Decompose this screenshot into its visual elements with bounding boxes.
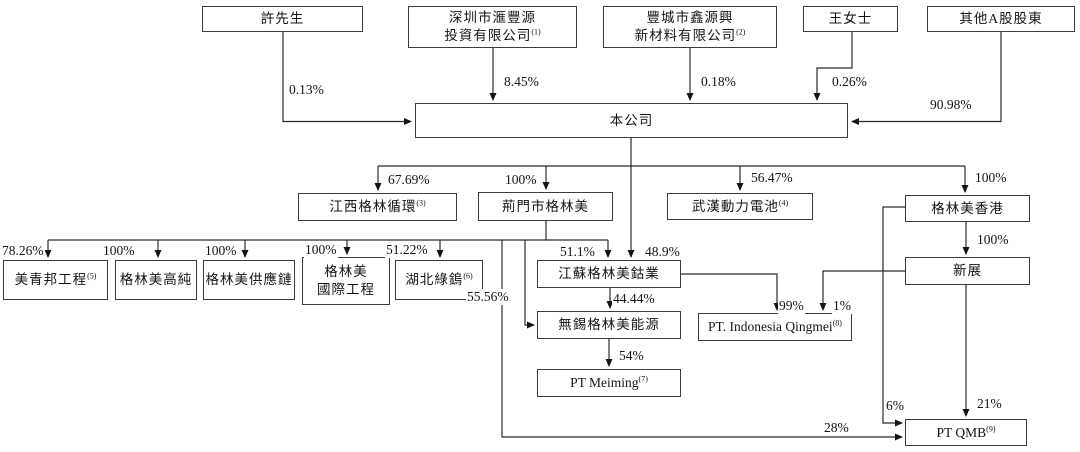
node-gem-gaochun: 格林美高純 bbox=[115, 260, 197, 300]
footnote-ref: (1) bbox=[531, 27, 541, 37]
node-label-line2: 投資有限公司(1) bbox=[444, 27, 541, 43]
node-label: 格林美供應鏈 bbox=[205, 272, 293, 288]
node-xinzhan: 新展 bbox=[905, 257, 1030, 285]
node-label: 王女士 bbox=[828, 11, 873, 27]
footnote-ref: (6) bbox=[463, 271, 473, 281]
pct-jiangsu-indonesia: 99% bbox=[778, 298, 805, 314]
edge-hk-qmb bbox=[882, 206, 905, 427]
pct-fengcheng-company: 0.18% bbox=[700, 74, 737, 90]
rail-jingmen-subsidiaries bbox=[48, 221, 547, 241]
pct-xinzhan-qmb: 21% bbox=[976, 396, 1003, 412]
edge-jiangsu-indonesia bbox=[681, 273, 781, 311]
pct-company-wuhan: 56.47% bbox=[750, 170, 794, 186]
node-wuhan-power-battery: 武漢動力電池(4) bbox=[667, 193, 813, 220]
edge-wang-company bbox=[813, 32, 853, 101]
pct-xu-company: 0.13% bbox=[288, 82, 325, 98]
node-jiangsu-gem-cobalt: 江蘇格林美鈷業 bbox=[537, 260, 681, 288]
pct-company-hk: 100% bbox=[974, 170, 1008, 186]
node-label: PT QMB(9) bbox=[936, 424, 996, 440]
pct-jingmen-meiqingbang: 78.26% bbox=[1, 243, 45, 259]
pct-jingmen-gongyinglian: 100% bbox=[204, 243, 238, 259]
node-label: PT Meiming(7) bbox=[570, 374, 648, 391]
footnote-ref: (8) bbox=[832, 318, 842, 328]
pct-company-jingmen: 100% bbox=[504, 172, 538, 188]
node-label-line1: 格林美 bbox=[324, 264, 368, 280]
pct-wang-company: 0.26% bbox=[831, 74, 868, 90]
node-shenzhen-huifengyuan: 深圳市滙豐源 投資有限公司(1) bbox=[408, 6, 577, 48]
footnote-ref: (7) bbox=[638, 374, 648, 384]
pct-shenzhen-company: 8.45% bbox=[503, 74, 540, 90]
node-jiangxi-gem-recycling: 江西格林循環(3) bbox=[298, 193, 457, 221]
node-wang-nvshi: 王女士 bbox=[803, 6, 898, 32]
node-label: 其他A股股東 bbox=[959, 11, 1043, 27]
node-fengcheng-xinyuanxing: 豐城市鑫源興 新材料有限公司(2) bbox=[603, 6, 777, 48]
node-label: 美青邦工程(5) bbox=[14, 271, 97, 288]
edge-othera-company bbox=[851, 32, 1002, 125]
pct-hk-xinzhan: 100% bbox=[976, 232, 1010, 248]
node-label: PT. Indonesia Qingmei(8) bbox=[708, 318, 842, 335]
node-gem-hongkong: 格林美香港 bbox=[905, 195, 1030, 222]
node-label-line1: 深圳市滙豐源 bbox=[449, 10, 536, 26]
pct-jingmen-wuxi: 55.56% bbox=[466, 289, 510, 305]
pct-hk-qmb: 6% bbox=[885, 398, 905, 414]
node-the-company: 本公司 bbox=[415, 103, 848, 138]
pct-jingmen-qmb: 28% bbox=[823, 420, 850, 436]
node-pt-indonesia-qingmei: PT. Indonesia Qingmei(8) bbox=[698, 313, 852, 341]
footnote-ref: (2) bbox=[736, 27, 746, 37]
node-label: 江西格林循環(3) bbox=[329, 198, 426, 215]
pct-jingmen-jiangsu: 51.1% bbox=[559, 244, 596, 260]
edge-xu-company bbox=[282, 32, 412, 125]
pct-wuxi-meiming: 54% bbox=[618, 348, 645, 364]
pct-company-jiangsu: 48.9% bbox=[644, 244, 681, 260]
edge-jingmen-wuxi bbox=[524, 240, 535, 329]
node-label: 無錫格林美能源 bbox=[558, 317, 660, 333]
node-xu-xiansheng: 許先生 bbox=[202, 6, 363, 32]
pct-jingmen-gaochun: 100% bbox=[102, 243, 136, 259]
node-label: 湖北綠鎢(6) bbox=[405, 271, 473, 288]
node-meiqingbang-engineering: 美青邦工程(5) bbox=[3, 260, 108, 300]
node-label: 許先生 bbox=[260, 11, 305, 27]
node-label: 新展 bbox=[953, 263, 982, 279]
node-label: 武漢動力電池(4) bbox=[691, 198, 789, 214]
pct-company-jiangxi: 67.69% bbox=[387, 172, 431, 188]
node-pt-meiming: PT Meiming(7) bbox=[537, 369, 681, 397]
edge-xinzhan-indonesia bbox=[819, 270, 905, 311]
node-other-a-shareholders: 其他A股股東 bbox=[927, 6, 1075, 32]
node-label: 格林美高純 bbox=[119, 272, 193, 288]
node-label-line1: 豐城市鑫源興 bbox=[646, 10, 734, 26]
edge-jingmen-qmb bbox=[501, 240, 903, 441]
footnote-ref: (4) bbox=[778, 198, 789, 208]
footnote-ref: (5) bbox=[87, 271, 97, 281]
node-label: 江蘇格林美鈷業 bbox=[558, 266, 660, 282]
node-label: 荊門市格林美 bbox=[502, 198, 589, 214]
node-wuxi-gem-energy: 無錫格林美能源 bbox=[537, 311, 681, 339]
node-gem-international-engineering: 格林美 國際工程 bbox=[302, 257, 390, 305]
pct-jiangsu-wuxi: 44.44% bbox=[612, 291, 656, 307]
pct-othera-company: 90.98% bbox=[929, 97, 973, 113]
pct-jingmen-lvwu: 51.22% bbox=[385, 242, 429, 258]
node-pt-qmb: PT QMB(9) bbox=[905, 419, 1027, 446]
node-label: 格林美香港 bbox=[931, 200, 1004, 216]
node-label-line2: 國際工程 bbox=[317, 282, 375, 297]
node-label-line2: 新材料有限公司(2) bbox=[634, 27, 746, 43]
pct-jingmen-guoji: 100% bbox=[304, 242, 338, 258]
pct-xinzhan-indonesia: 1% bbox=[832, 298, 852, 314]
footnote-ref: (3) bbox=[416, 198, 426, 208]
node-gem-supply-chain: 格林美供應鏈 bbox=[203, 260, 295, 300]
node-jingmen-gem: 荊門市格林美 bbox=[478, 192, 613, 221]
node-label: 本公司 bbox=[609, 112, 654, 128]
footnote-ref: (9) bbox=[986, 424, 996, 434]
